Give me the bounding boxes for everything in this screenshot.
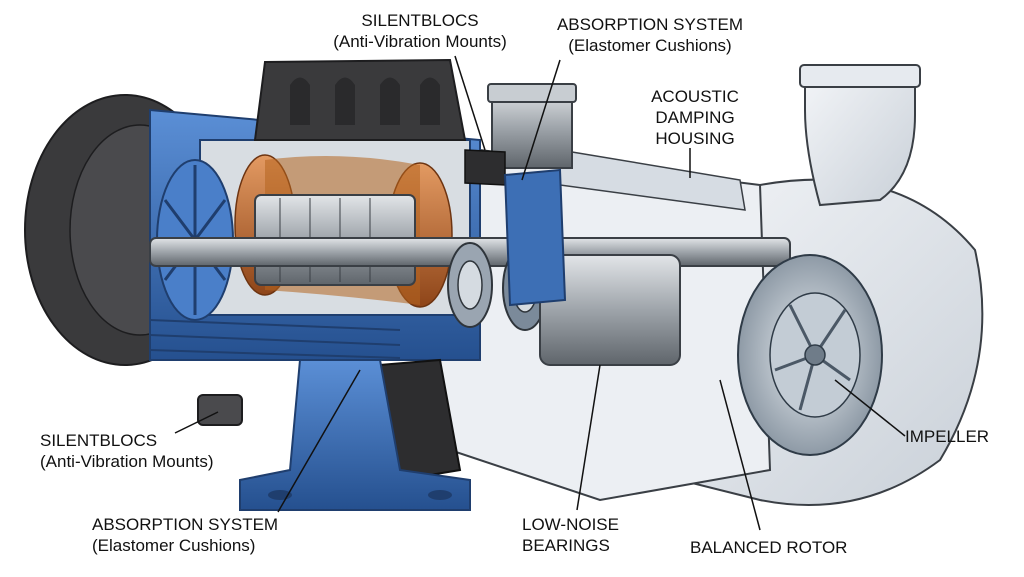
label-absorption-bottom: ABSORPTION SYSTEM (Elastomer Cushions) xyxy=(92,514,278,556)
label-line: ABSORPTION SYSTEM xyxy=(92,515,279,534)
impeller xyxy=(737,254,883,456)
terminal-box xyxy=(253,58,467,141)
label-line: SILENTBLOCS xyxy=(361,11,479,30)
label-line: ABSORPTION SYSTEM xyxy=(556,15,744,34)
label-line: (Elastomer Cushions) xyxy=(92,536,256,555)
label-silentblocs-left: SILENTBLOCS (Anti-Vibration Mounts) xyxy=(40,430,214,472)
label-line: BALANCED ROTOR xyxy=(690,538,848,557)
silentbloc-left xyxy=(197,394,243,426)
label-absorption-top: ABSORPTION SYSTEM (Elastomer Cushions) xyxy=(555,14,745,56)
leader-lines xyxy=(174,55,906,531)
label-line: LOW-NOISE xyxy=(522,515,619,534)
label-line: SILENTBLOCS xyxy=(40,431,158,450)
label-silentblocs-top: SILENTBLOCS (Anti-Vibration Mounts) xyxy=(320,10,520,52)
label-impeller: IMPELLER xyxy=(905,426,989,447)
label-line: IMPELLER xyxy=(905,427,990,446)
label-line: BEARINGS xyxy=(522,536,610,555)
label-acoustic-housing: ACOUSTIC DAMPING HOUSING xyxy=(640,86,750,149)
motor-foot xyxy=(239,359,471,511)
label-line: (Elastomer Cushions) xyxy=(568,36,732,55)
label-line: (Anti-Vibration Mounts) xyxy=(40,452,214,471)
label-low-noise-bearings: LOW-NOISE BEARINGS xyxy=(522,514,619,556)
label-line: HOUSING xyxy=(655,129,735,148)
elastomer-cushion-top xyxy=(503,168,567,307)
silentbloc-top xyxy=(464,149,506,186)
label-balanced-rotor: BALANCED ROTOR xyxy=(690,537,847,558)
balanced-rotor xyxy=(539,254,681,366)
label-line: DAMPING xyxy=(655,108,735,127)
label-line: (Anti-Vibration Mounts) xyxy=(333,32,507,51)
label-line: ACOUSTIC xyxy=(651,87,739,106)
